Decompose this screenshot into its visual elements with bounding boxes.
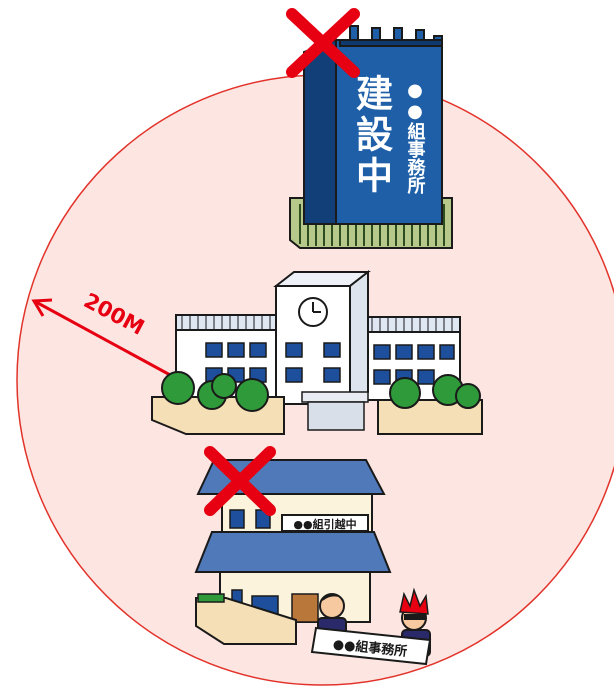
tower-scaffold [340, 26, 442, 46]
tower-big-text: 建設中 [350, 74, 394, 197]
tower-side-text: ●●組事務所 [405, 80, 426, 195]
house-door [292, 594, 318, 622]
house-sign-text: ●●組引越中 [293, 517, 356, 531]
clock-icon [299, 298, 327, 326]
school-entrance [302, 392, 368, 430]
tower-side-face [304, 40, 336, 224]
